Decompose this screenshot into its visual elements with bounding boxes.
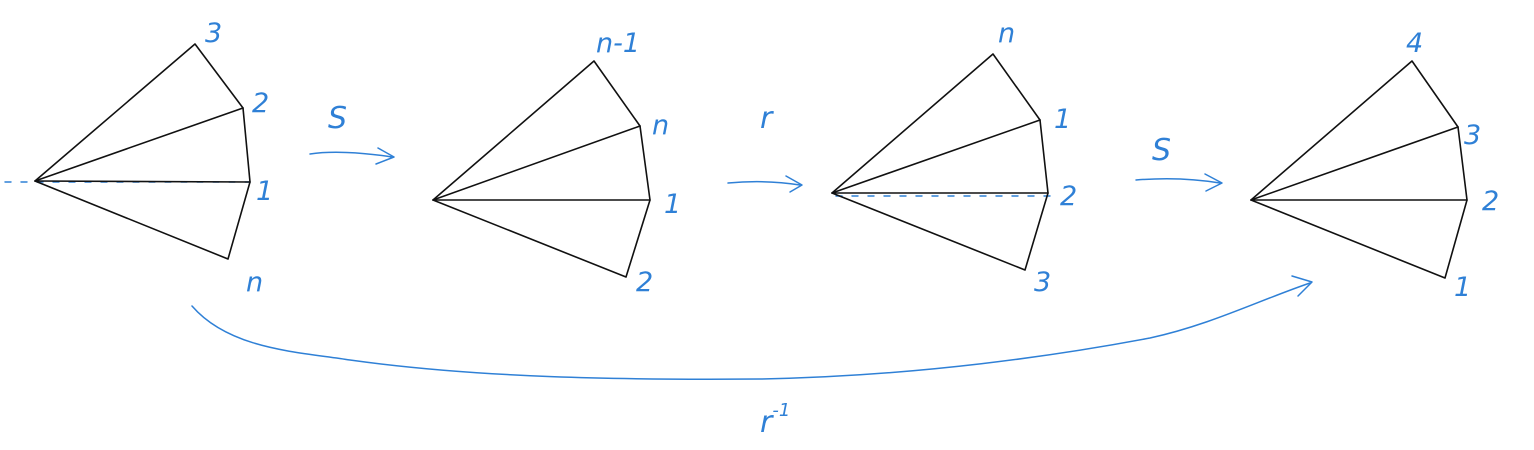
fan-3-label-upper: 1 (1054, 104, 1071, 135)
fan-1-label-bottom: n (246, 267, 263, 298)
arrow-r-label: r (760, 101, 774, 136)
fan-3-edges (831, 53, 1049, 271)
fan-1-label-middle: 1 (256, 176, 273, 207)
fan-1-edges (34, 43, 251, 260)
arrow-s-1-label: S (328, 101, 347, 136)
fan-4-label-bottom: 1 (1454, 272, 1471, 303)
arrow-r-inverse-base: r (760, 405, 774, 440)
fan-2-label-top: n-1 (596, 28, 640, 59)
arrow-s-2: S (1135, 133, 1223, 192)
fan-1: 3 2 1 n (4, 18, 273, 298)
arrow-r-inverse-label: r-1 (760, 400, 790, 440)
fan-4-label-upper: 3 (1464, 120, 1481, 151)
arrow-s-2-label: S (1152, 133, 1171, 168)
fan-3-label-middle: 2 (1060, 181, 1077, 212)
fan-4-label-middle: 2 (1482, 186, 1499, 217)
fan-4: 4 3 2 1 (1250, 28, 1499, 303)
fan-3-label-top: n (998, 18, 1015, 49)
fan-2-label-upper: n (652, 110, 669, 141)
arrow-r-inverse: r-1 (191, 275, 1313, 440)
fan-3-label-bottom: 3 (1034, 267, 1051, 298)
arrow-s-1: S (309, 101, 395, 165)
fan-4-label-top: 4 (1406, 28, 1423, 59)
arrow-r: r (727, 101, 803, 193)
arrow-r-inverse-exponent: -1 (772, 400, 790, 421)
fan-1-label-upper: 2 (252, 88, 269, 119)
fan-1-label-top: 3 (205, 18, 222, 49)
fan-2: n-1 n 1 2 (432, 28, 681, 298)
fan-4-edges (1250, 60, 1468, 279)
fan-3: n 1 2 3 (831, 18, 1077, 298)
fan-2-label-middle: 1 (664, 189, 681, 220)
fan-2-label-bottom: 2 (636, 267, 653, 298)
fan-2-edges (432, 60, 651, 278)
